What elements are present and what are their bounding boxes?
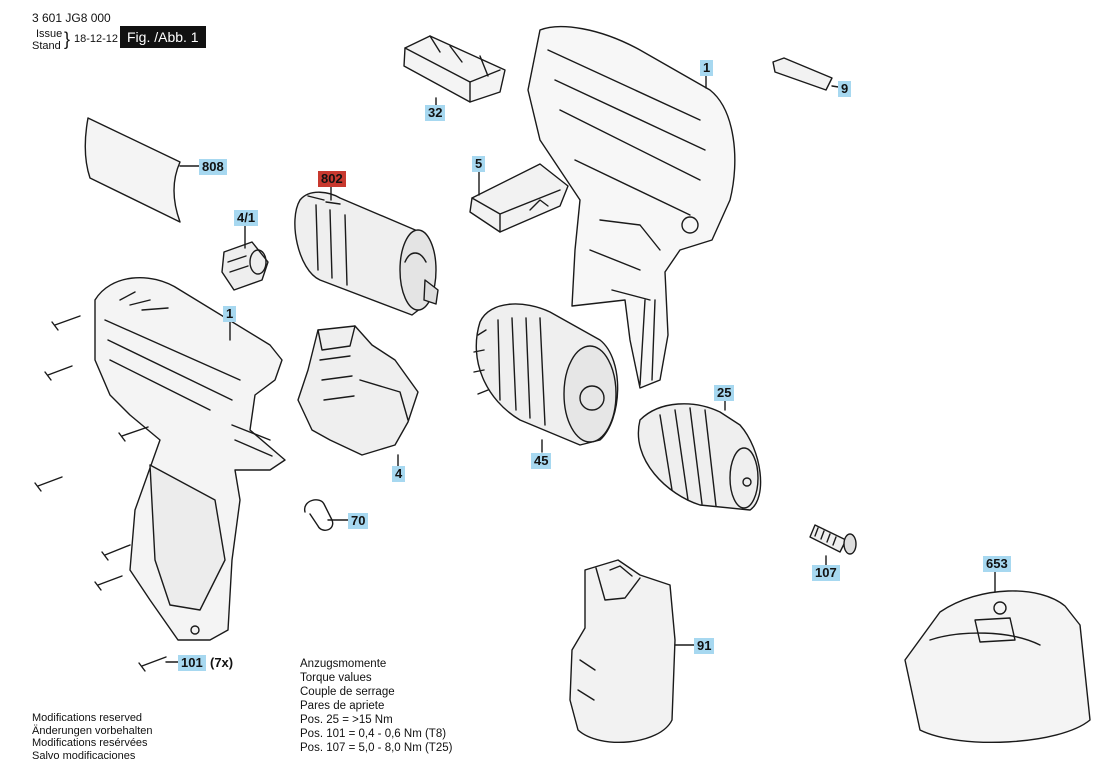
- part-1-housing-left: [94, 277, 286, 641]
- callout-101-suffix: (7x): [210, 655, 234, 670]
- part-802-motor: [294, 191, 439, 316]
- modification-notes: Modifications reserved Änderungen vorbeh…: [32, 712, 152, 762]
- brace-glyph: }: [64, 29, 71, 49]
- callout-4-1: 4/1: [234, 210, 259, 226]
- callout-4: 4: [392, 466, 406, 482]
- callout-70: 70: [348, 513, 369, 529]
- callout-32: 32: [425, 105, 446, 121]
- part-91-battery: [569, 559, 676, 743]
- torque-line: Pares de apriete: [300, 700, 385, 712]
- part-9-label-strip: [772, 57, 833, 91]
- figure-label: Fig. /Abb. 1: [120, 26, 206, 48]
- callout-101: 101: [178, 655, 206, 671]
- callout-1-left: 1: [223, 306, 237, 322]
- callout-9: 9: [838, 81, 852, 97]
- part-32-switch-slider: [403, 35, 506, 103]
- torque-line: Pos. 107 = 5,0 - 8,0 Nm (T25): [300, 742, 453, 754]
- torque-line: Couple de serrage: [300, 686, 395, 698]
- callout-107: 107: [812, 565, 840, 581]
- callout-1-top: 1: [700, 60, 714, 76]
- part-70-clip: [304, 499, 334, 531]
- part-25-chuck: [637, 403, 762, 511]
- callout-653: 653: [983, 556, 1011, 572]
- issue-date: 18-12-12: [74, 33, 119, 45]
- part-653-charger: [904, 590, 1091, 744]
- part-808-label-sheet: [84, 117, 181, 223]
- modification-line: Modifications resérvées: [32, 737, 148, 749]
- torque-line: Pos. 25 = >15 Nm: [300, 714, 393, 726]
- callout-91: 91: [694, 638, 715, 654]
- torque-notes: Anzugsmomente Torque values Couple de se…: [300, 657, 452, 755]
- issue-label: Issue: [36, 28, 63, 40]
- part-107-screw: [809, 524, 857, 555]
- callout-45: 45: [531, 453, 552, 469]
- part-5-cover: [469, 163, 569, 233]
- doc-number: 3 601 JG8 000: [32, 11, 111, 25]
- part-4-switch: [297, 325, 419, 456]
- part-45-gearbox: [473, 303, 619, 446]
- callout-25: 25: [714, 385, 735, 401]
- torque-line: Torque values: [300, 672, 372, 684]
- part-1-housing-right: [527, 25, 736, 389]
- part-101-screws: [34, 315, 167, 672]
- modification-line: Modifications reserved: [32, 712, 143, 724]
- modification-line: Salvo modificaciones: [32, 749, 136, 762]
- callout-808: 808: [199, 159, 227, 175]
- modification-line: Änderungen vorbehalten: [32, 724, 153, 737]
- part-4-1-sleeve: [221, 241, 269, 291]
- stand-label: Stand: [32, 40, 61, 52]
- torque-line: Pos. 101 = 0,4 - 0,6 Nm (T8): [300, 728, 447, 740]
- torque-line: Anzugsmomente: [300, 658, 387, 670]
- callout-5: 5: [472, 156, 486, 172]
- callout-802: 802: [318, 171, 346, 187]
